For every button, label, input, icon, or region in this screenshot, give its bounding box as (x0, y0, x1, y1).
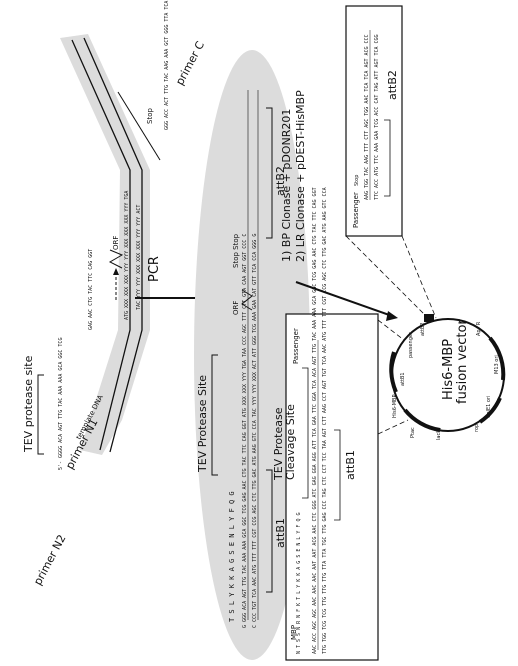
product-orf-label: ORF (232, 301, 240, 315)
connector-bottom-left (377, 419, 409, 435)
primer-n2-sequence: 5'- GGGG ACA AGT TTG TAC AAA AAA GCA GGC… (58, 338, 64, 470)
primer-c-stop: Stop (146, 108, 154, 124)
inset-bottom-seq2: TTG TGG TCG TCG TTG TTG TTG TTA TTA TGC … (322, 187, 328, 654)
plasmid-feature-label: attB1 (400, 372, 406, 386)
plasmid-feature-colE1 (478, 397, 502, 424)
cloning-arrowhead (386, 311, 398, 321)
pcr-label: PCR (147, 256, 162, 282)
cloning-arrow-line (295, 281, 393, 317)
product-protein-seq: T S L Y K K A G S E N L Y F Q G (228, 491, 236, 622)
template-shade (60, 34, 150, 455)
product-top-strand: G GGG ACA AGT TTG TAC AAA AAA GCA GGC TC… (242, 234, 248, 628)
inset-bottom-tev-bracket (302, 367, 309, 499)
inset-bottom-passenger: Passenger (292, 328, 300, 364)
plasmid-feature-mbp (389, 351, 398, 393)
plasmid-title-line2: fusion vector (455, 319, 470, 404)
primer-c-label: primer C (173, 39, 207, 88)
primer-c-arrow-line (117, 91, 161, 161)
inset-bottom-attb1-label: attB1 (344, 450, 357, 480)
plasmid-feature-label: lacIq (436, 428, 442, 440)
template-strand-bottom (83, 37, 143, 453)
inset-bottom-protein-seq: N T S S N R N F K T L Y K K A G S E N L … (296, 513, 302, 654)
product-attb2-label: attB2 (274, 166, 287, 196)
plasmid-title-line1: His6-MBP (441, 339, 456, 400)
cloning-steps: 1) BP Clonase + pDONR201 2) LR Clonase +… (280, 90, 398, 321)
inset-bottom-tev-line2: Cleavage Site (284, 404, 297, 480)
product-orf-break (241, 289, 253, 311)
cloning-step-2: 2) LR Clonase + pDEST-HisMBP (294, 90, 307, 262)
template-dashed-arrowhead (113, 268, 119, 275)
product-attb1-bracket (266, 469, 273, 593)
primer-c-sequence: GGG ACC ACT TTG TAC AAG AAA GCT GGG TTA … (164, 1, 170, 130)
inset-bottom-mbp: MBP (290, 625, 298, 640)
primer-tev-site-label: TEV protease site (22, 355, 35, 453)
inset-top-attb2-bracket (384, 119, 391, 197)
inset-bottom-box (285, 313, 379, 661)
template-strand-top (71, 39, 131, 451)
template-top-strand: ATG XXX XXX XXX YYY YYY XXX XXX XXX YYY … (124, 191, 130, 320)
cloning-step-1: 1) BP Clonase + pDONR201 (280, 109, 293, 262)
inset-bottom-attb1-bracket (334, 429, 341, 521)
inset-top: AAG TGG TAC AAG TTT CTT AGC TGG AAC TCA … (345, 5, 403, 237)
primer-n1-sequence: GAG AAC CTG TAC TTC CAG GGT (88, 249, 94, 330)
inset-top-stop: Stop (354, 175, 360, 186)
pcr-product: G GGG ACA AGT TTG TAC AAA AAA GCA GGC TC… (194, 50, 310, 660)
inset-top-attb2-label: attB2 (386, 70, 399, 100)
connector-top-right (401, 235, 437, 319)
inset-connectors (345, 235, 437, 435)
inset-top-seq1: AAG TGG TAC AAG TTT CTT AGC TGG AAC TCA … (364, 34, 370, 200)
product-bottom-strand: C CCC TGT TCA AAC ATG TTT TTT CGT CCG AG… (252, 234, 258, 628)
template-orf-break (108, 249, 124, 269)
inset-top-box (345, 5, 403, 237)
plasmid-attb2-marker (424, 314, 434, 322)
primer-n2-label: primer N2 (31, 532, 68, 587)
pcr-product-shade (194, 50, 310, 660)
primer-tev-bracket (37, 374, 44, 455)
plasmid-feature-label: passenger (408, 331, 414, 358)
product-attb1-label: attB1 (274, 518, 287, 548)
connector-bottom-right (377, 319, 405, 341)
template-panel: template DNA ATG XXX XXX XXX YYY YYY XXX… (22, 1, 207, 588)
inset-bottom-tev-line1: TEV Protease (272, 407, 285, 481)
inset-bottom-seq1: AAC ACC AGC AGC AAC AAC AAC AAT AAT ACG … (312, 187, 318, 654)
plasmid-feature-label: attB2 (420, 322, 426, 336)
plasmid-feature-m13 (488, 336, 506, 381)
product-tev-site-label: TEV Protease Site (196, 375, 209, 473)
inset-bottom: N T S S N R N F K T L Y K K A G S E N L … (272, 187, 379, 661)
primer-n: GAG AAC CTG TAC TTC CAG GGT primer N1 5'… (22, 249, 101, 588)
template-bottom-strand: TAC YYY YYY XXX XXX XXX YYY YYY ACT (136, 205, 142, 310)
plasmid-feature-label: Ap^R (476, 321, 482, 336)
plasmid-feature-label: Ptac (410, 427, 416, 438)
connector-top-left (345, 235, 429, 319)
plasmid-feature-label: M13 ori (494, 355, 500, 374)
plasmid-feature-label: rop (474, 424, 480, 432)
inset-top-passenger: Passenger (352, 192, 360, 228)
plasmid-feature-label: His6-MBP (392, 395, 398, 419)
plasmid: His6-MBP fusion vector attB2 passenger a… (389, 314, 506, 440)
template-orf-label: ORF (112, 236, 120, 250)
product-attb2-bracket (266, 107, 273, 239)
product-tev-bracket (211, 354, 218, 476)
inset-top-seq2: TTC ACC ATG TTC AAA GAA TCG ACC CAT TAG … (374, 34, 380, 200)
plasmid-feature-label: ColE1 ori (486, 396, 492, 418)
product-stop-stop: Stop Stop (232, 233, 240, 268)
plasmid-feature-lacIq (403, 408, 441, 432)
